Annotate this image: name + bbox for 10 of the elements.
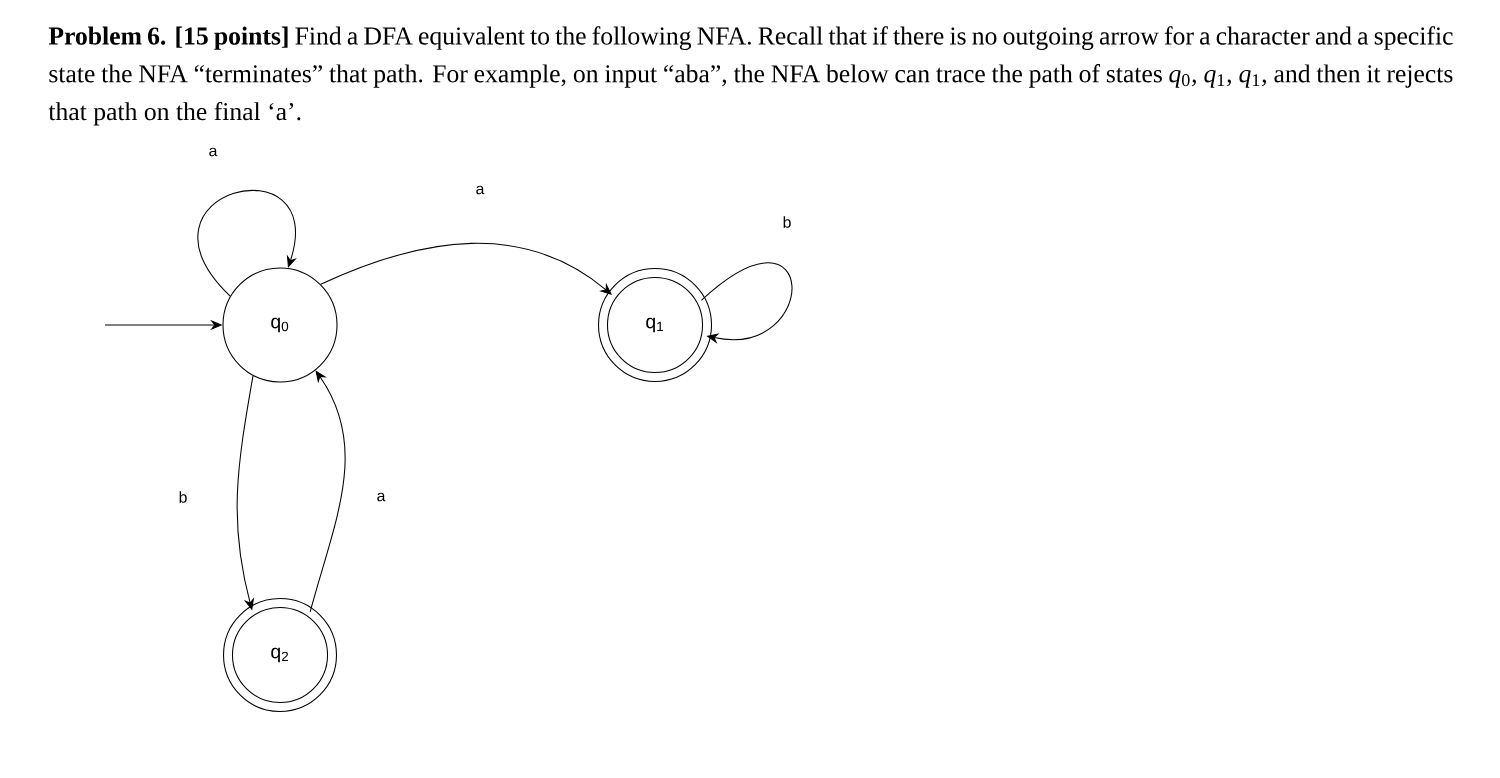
self-loop-arrow: [198, 189, 297, 297]
edge-label: a: [473, 183, 487, 197]
transition-arrow: [320, 242, 612, 295]
edge-label: a: [374, 490, 388, 504]
problem-statement: Problem 6. [15 points] Find a DFA equivalent to the following NFA. Recall that if there is no outgoing arrow for a character and a specific state the NFA “terminates” that path. For example, on input “aba”, the NFA below can trace the path of states q$_{0}$, q$_{1}$, q$_{1}$, and then it rejects that path on the final ‘a’.: [48, 26, 1453, 126]
edge-label: a: [206, 145, 220, 159]
edge-label: b: [780, 214, 794, 230]
self-loop-arrow: [700, 262, 793, 344]
transition-arrow: [309, 370, 346, 613]
edge-label: b: [176, 489, 190, 505]
